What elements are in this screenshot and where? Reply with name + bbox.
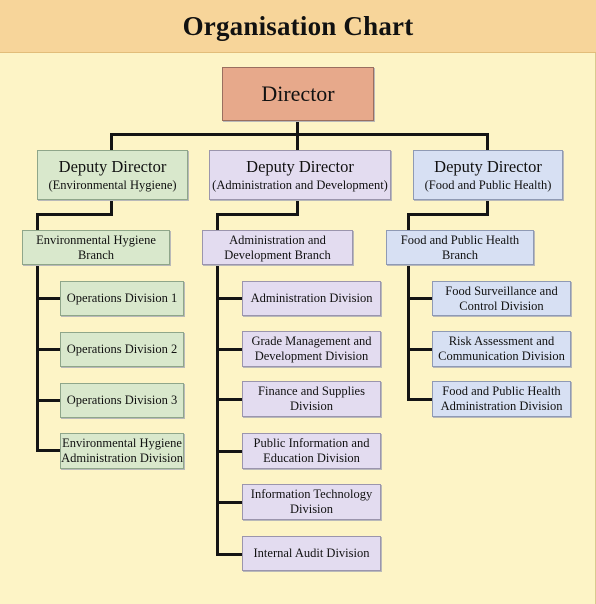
connector-eh-div-1 xyxy=(36,297,60,300)
division-label-line2: Administration Division xyxy=(61,451,183,465)
division-label-line2: Division xyxy=(289,399,334,413)
division-label-line1: Operations Division 3 xyxy=(66,393,178,407)
connector-ad-div-1 xyxy=(216,297,242,300)
division-operations-2: Operations Division 2 xyxy=(60,332,184,367)
connector-deputy-1-up xyxy=(110,133,113,150)
director-box: Director xyxy=(222,67,374,121)
branch-label-line1: Administration and xyxy=(229,232,326,247)
connector-deputy-2-up xyxy=(296,133,299,150)
division-label-line2: Division xyxy=(289,502,334,516)
chart-title: Organisation Chart xyxy=(182,10,414,41)
division-operations-1: Operations Division 1 xyxy=(60,281,184,316)
division-public-information-education: Public Information and Education Divisio… xyxy=(242,433,381,469)
branch-label-line2: Branch xyxy=(77,247,115,262)
division-label-line1: Operations Division 2 xyxy=(66,342,178,356)
division-information-technology: Information Technology Division xyxy=(242,484,381,520)
division-label-line1: Food and Public Health xyxy=(442,384,561,398)
division-food-surveillance-control: Food Surveillance and Control Division xyxy=(432,281,571,316)
connector-ad-div-2 xyxy=(216,348,242,351)
division-administration: Administration Division xyxy=(242,281,381,316)
connector-ad-div-3 xyxy=(216,398,242,401)
deputy-director-food-public-health: Deputy Director (Food and Public Health) xyxy=(413,150,563,200)
connector-branch-2-up xyxy=(216,213,219,230)
connector-eh-div-4 xyxy=(36,449,60,452)
deputy-title: Deputy Director xyxy=(434,156,542,176)
connector-director-down xyxy=(296,121,299,134)
division-environmental-hygiene-administration: Environmental Hygiene Administration Div… xyxy=(60,433,184,469)
division-risk-assessment-communication: Risk Assessment and Communication Divisi… xyxy=(432,331,571,367)
division-food-public-health-administration: Food and Public Health Administration Di… xyxy=(432,381,571,417)
connector-ad-div-6 xyxy=(216,553,242,556)
connector-deputy-2-down xyxy=(296,200,299,215)
deputy-subtitle: (Environmental Hygiene) xyxy=(48,177,177,192)
division-label-line1: Operations Division 1 xyxy=(66,291,178,305)
connector-branch-1-up xyxy=(36,213,39,230)
division-label-line1: Environmental Hygiene xyxy=(62,436,182,450)
connector-eh-spine xyxy=(36,265,39,452)
division-label-line1: Food Surveillance and xyxy=(445,283,558,298)
deputy-subtitle: (Administration and Development) xyxy=(212,177,388,192)
connector-deputy-1-down xyxy=(110,200,113,215)
branch-environmental-hygiene: Environmental Hygiene Branch xyxy=(22,230,170,265)
branch-label-line1: Food and Public Health xyxy=(400,232,520,247)
division-label-line2: Communication Division xyxy=(438,349,565,363)
division-label-line2: Education Division xyxy=(263,451,360,465)
connector-branch-3-up xyxy=(407,213,410,230)
title-bar: Organisation Chart xyxy=(0,0,596,53)
division-label-line2: Development Division xyxy=(254,349,369,363)
division-label-line1: Administration Division xyxy=(250,291,373,305)
connector-fph-div-3 xyxy=(407,398,432,401)
deputy-subtitle: (Food and Public Health) xyxy=(424,177,552,192)
deputy-title: Deputy Director xyxy=(246,156,354,176)
director-label: Director xyxy=(261,81,335,106)
deputy-director-environmental-hygiene: Deputy Director (Environmental Hygiene) xyxy=(37,150,188,200)
division-label-line1: Public Information and xyxy=(253,436,370,450)
division-operations-3: Operations Division 3 xyxy=(60,383,184,418)
division-internal-audit: Internal Audit Division xyxy=(242,536,381,571)
division-grade-management-development: Grade Management and Development Divisio… xyxy=(242,331,381,367)
connector-branch-2-bus xyxy=(216,213,299,216)
connector-fph-div-1 xyxy=(407,297,432,300)
branch-label-line2: Branch xyxy=(441,247,479,262)
connector-deputies-bus xyxy=(110,133,489,136)
branch-label-line2: Development Branch xyxy=(224,247,331,262)
deputy-title: Deputy Director xyxy=(58,156,167,176)
branch-label-line1: Environmental Hygiene xyxy=(36,232,156,247)
connector-eh-div-3 xyxy=(36,399,60,402)
division-label-line2: Control Division xyxy=(459,298,544,313)
division-label-line1: Information Technology xyxy=(250,487,373,501)
connector-branch-3-bus xyxy=(407,213,489,216)
division-label-line1: Finance and Supplies xyxy=(258,384,365,398)
connector-eh-div-2 xyxy=(36,348,60,351)
connector-fph-div-2 xyxy=(407,348,432,351)
division-finance-supplies: Finance and Supplies Division xyxy=(242,381,381,417)
branch-food-public-health: Food and Public Health Branch xyxy=(386,230,534,265)
connector-ad-spine xyxy=(216,265,219,556)
connector-ad-div-5 xyxy=(216,501,242,504)
connector-branch-1-bus xyxy=(36,213,113,216)
connector-deputy-3-down xyxy=(486,200,489,215)
division-label-line1: Internal Audit Division xyxy=(253,546,370,560)
division-label-line1: Grade Management and xyxy=(251,334,372,348)
connector-deputy-3-up xyxy=(486,133,489,150)
connector-fph-spine xyxy=(407,265,410,401)
connector-ad-div-4 xyxy=(216,450,242,453)
division-label-line1: Risk Assessment and xyxy=(448,334,555,348)
division-label-line2: Administration Division xyxy=(440,399,563,413)
branch-administration-development: Administration and Development Branch xyxy=(202,230,353,265)
deputy-director-administration-development: Deputy Director (Administration and Deve… xyxy=(209,150,391,200)
